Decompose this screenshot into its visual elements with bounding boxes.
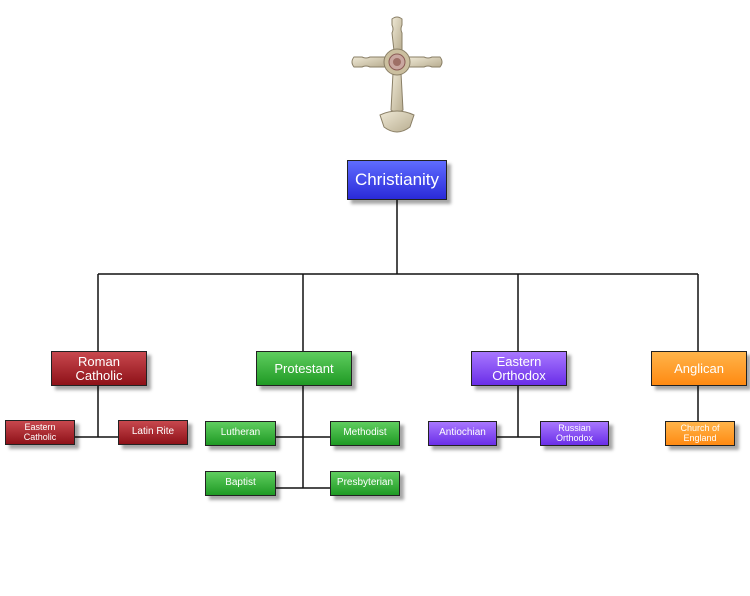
node-presbyterian[interactable]: Presbyterian [330, 471, 400, 496]
ornate-cross-icon [351, 16, 443, 133]
node-baptist[interactable]: Baptist [205, 471, 276, 496]
node-eastern-catholic[interactable]: Eastern Catholic [5, 420, 75, 445]
node-anglican[interactable]: Anglican [651, 351, 747, 386]
node-russian-orthodox[interactable]: Russian Orthodox [540, 421, 609, 446]
node-church-of-england[interactable]: Church of England [665, 421, 735, 446]
node-christianity[interactable]: Christianity [347, 160, 447, 200]
node-protestant[interactable]: Protestant [256, 351, 352, 386]
node-roman-catholic[interactable]: Roman Catholic [51, 351, 147, 386]
node-methodist[interactable]: Methodist [330, 421, 400, 446]
node-antiochian[interactable]: Antiochian [428, 421, 497, 446]
node-eastern-orthodox[interactable]: Eastern Orthodox [471, 351, 567, 386]
node-lutheran[interactable]: Lutheran [205, 421, 276, 446]
node-latin-rite[interactable]: Latin Rite [118, 420, 188, 445]
